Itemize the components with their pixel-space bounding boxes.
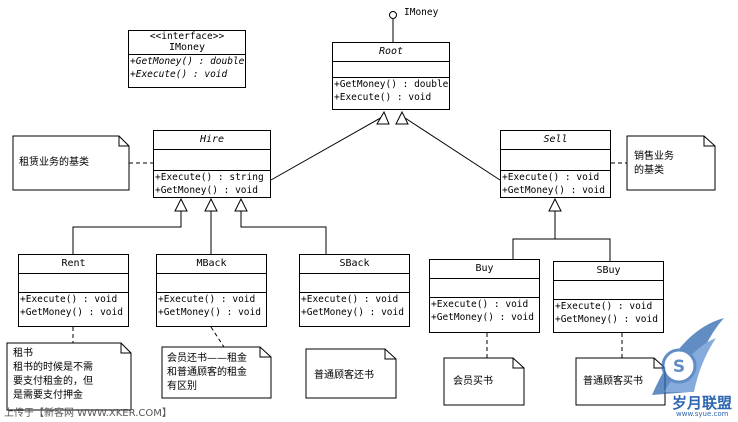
note-line: 要支付租金的，但 xyxy=(13,376,93,387)
watermark-text-left: 上传于【新客网 WWW.XKER.COM】 xyxy=(4,408,172,419)
note-line: 有区别 xyxy=(167,381,197,392)
note-hire-shape xyxy=(12,135,130,191)
arrowhead-sback-hire xyxy=(234,197,248,212)
generalization-sback-hire xyxy=(240,211,327,254)
watermark-text-right: 岁月联盟 xyxy=(672,394,733,412)
imoney-op: +Execute() : void xyxy=(130,68,228,80)
note-line: 是需要支付押金 xyxy=(13,390,83,401)
class-sback[interactable]: SBack +Execute() : void +GetMoney() : vo… xyxy=(299,254,410,327)
mback-op: +GetMoney() : void xyxy=(158,306,261,318)
note-hire-fold xyxy=(118,136,129,147)
rent-name: Rent xyxy=(19,255,128,274)
generalization-sbuy-sell xyxy=(555,238,611,261)
note-sell-fold xyxy=(703,136,715,147)
note-line: 和普通顾客的租金 xyxy=(167,367,247,378)
arrowhead-buy-sell xyxy=(548,197,562,212)
generalization-sell-root xyxy=(401,115,501,181)
class-sell[interactable]: Sell +Execute() : void +GetMoney() : voi… xyxy=(500,130,611,198)
sback-op: +Execute() : void xyxy=(301,294,399,305)
sell-op: +GetMoney() : void xyxy=(502,184,605,196)
generalization-rent-hire xyxy=(72,211,182,254)
note-sbuy-fold xyxy=(653,358,665,369)
arrowhead-sell-root xyxy=(395,110,409,125)
class-hire[interactable]: Hire +Execute() : string +GetMoney() : v… xyxy=(153,130,271,198)
note-sback-shape xyxy=(305,348,397,399)
class-imoney[interactable]: <<interface>> IMoney +GetMoney() : doubl… xyxy=(128,30,246,88)
rent-op: +GetMoney() : void xyxy=(20,306,123,318)
note-mback-fold xyxy=(259,347,271,358)
root-op: +GetMoney() : double xyxy=(334,79,449,90)
note-line: 会员还书——租金 xyxy=(167,353,247,364)
note-line: 销售业务 xyxy=(634,151,674,162)
sbuy-op: +Execute() : void xyxy=(555,301,653,312)
imoney-stereotype: <<interface>> xyxy=(149,31,225,42)
hire-op: +GetMoney() : void xyxy=(155,184,258,196)
lollipop-circle xyxy=(389,11,397,19)
watermark-url-right: www.syue.com xyxy=(676,410,729,418)
note-mback-shape xyxy=(161,346,272,399)
note-rent-fold xyxy=(120,343,131,354)
buy-op: +GetMoney() : void xyxy=(431,311,534,323)
sback-op: +GetMoney() : void xyxy=(301,306,404,318)
sell-op: +Execute() : void xyxy=(502,172,600,183)
arrowhead-rent-hire xyxy=(174,197,188,212)
svg-text:S: S xyxy=(673,357,685,377)
note-sbuy-text: 普通顾客买书 xyxy=(583,376,643,387)
lollipop-label: IMoney xyxy=(404,7,439,18)
rent-op: +Execute() : void xyxy=(20,294,118,305)
class-mback[interactable]: MBack +Execute() : void +GetMoney() : vo… xyxy=(156,254,267,327)
note-sell-text: 销售业务 的基类 xyxy=(634,150,674,178)
note-buy-text: 会员买书 xyxy=(453,376,493,387)
note-line: 租书 xyxy=(13,348,33,359)
class-rent[interactable]: Rent +Execute() : void +GetMoney() : voi… xyxy=(18,254,129,327)
buy-op: +Execute() : void xyxy=(431,299,529,310)
buy-name: Buy xyxy=(430,260,539,279)
root-name: Root xyxy=(333,43,449,62)
hire-name: Hire xyxy=(154,131,270,150)
note-mback-text: 会员还书——租金 和普通顾客的租金 有区别 xyxy=(167,352,247,394)
sell-name: Sell xyxy=(501,131,610,150)
note-rent-text: 租书 租书的时候是不需 要支付租金的，但 是需要支付押金 xyxy=(13,347,93,403)
sbuy-name: SBuy xyxy=(554,262,663,281)
generalization-buy-sell xyxy=(512,211,556,259)
hire-op: +Execute() : string xyxy=(155,172,264,183)
note-hire-text: 租赁业务的基类 xyxy=(19,157,89,168)
arrowhead-hire-root xyxy=(376,110,390,125)
arrowhead-mback-hire xyxy=(204,197,218,212)
sbuy-op: +GetMoney() : void xyxy=(555,313,658,325)
class-sbuy[interactable]: SBuy +Execute() : void +GetMoney() : voi… xyxy=(553,261,664,333)
note-line: 租书的时候是不需 xyxy=(13,362,93,373)
sback-name: SBack xyxy=(300,255,409,274)
imoney-op: +GetMoney() : double xyxy=(130,56,245,67)
note-sell-shape xyxy=(626,135,716,191)
note-line: 的基类 xyxy=(634,165,664,176)
note-sback-fold xyxy=(384,349,396,360)
note-buy-fold xyxy=(512,358,524,369)
note-mback-link xyxy=(210,326,225,348)
note-sback-text: 普通顾客还书 xyxy=(314,370,374,381)
mback-op: +Execute() : void xyxy=(158,294,256,305)
class-buy[interactable]: Buy +Execute() : void +GetMoney() : void xyxy=(429,259,540,333)
note-rent-shape xyxy=(6,342,132,411)
note-buy-shape xyxy=(443,357,525,406)
generalization-hire-root xyxy=(270,115,385,181)
watermark-logo: S xyxy=(652,318,724,395)
root-op: +Execute() : void xyxy=(334,91,432,103)
class-root[interactable]: Root +GetMoney() : double +Execute() : v… xyxy=(332,42,450,110)
mback-name: MBack xyxy=(157,255,266,274)
imoney-name: IMoney xyxy=(129,42,245,55)
